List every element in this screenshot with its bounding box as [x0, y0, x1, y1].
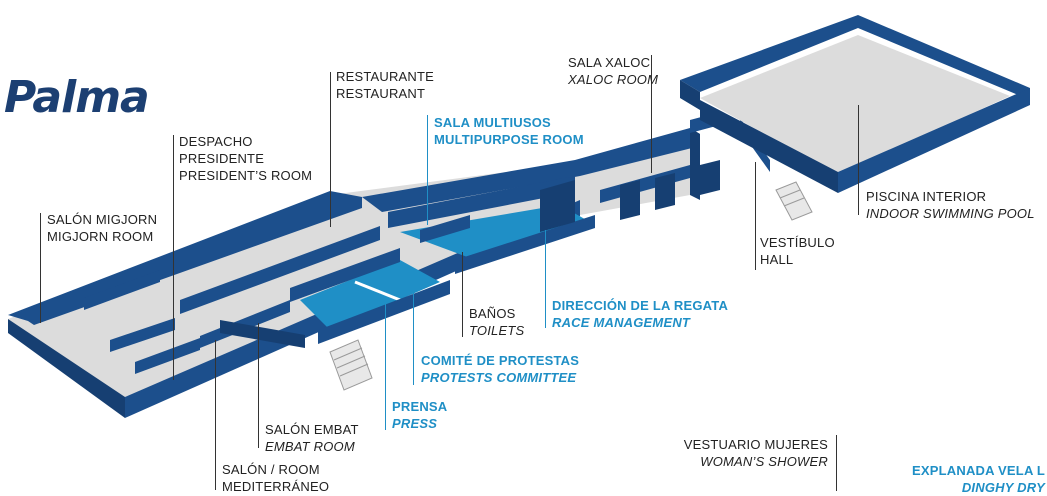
restaurant-inner-wall — [180, 226, 380, 314]
pool-wall-west — [680, 80, 700, 110]
leader-multiusos — [427, 115, 428, 225]
press-floor — [300, 260, 440, 330]
press-wall-north — [290, 248, 400, 302]
multipurpose-wall-2 — [455, 215, 595, 274]
leader-xaloc — [651, 55, 652, 173]
leader-regata — [545, 230, 546, 328]
press-divider — [354, 280, 406, 304]
migjorn-inner-wall — [84, 270, 160, 310]
leader-vestuario — [836, 435, 837, 491]
partition-1 — [200, 300, 290, 348]
press-wall-south — [318, 280, 450, 344]
stairs-east — [775, 181, 813, 221]
partition-3 — [110, 318, 175, 352]
stairs-south — [329, 339, 373, 391]
leader-prensa — [385, 300, 386, 430]
leader-comite — [413, 285, 414, 385]
multipurpose-wall-1 — [388, 176, 575, 228]
partition-5 — [420, 215, 470, 243]
partition-2 — [220, 320, 305, 348]
leader-embat — [258, 323, 259, 448]
pool-wall-east — [838, 88, 1030, 193]
leader-migjorn — [40, 213, 41, 323]
pool-wall-south — [700, 100, 838, 193]
leader-despacho — [173, 135, 174, 380]
partition-10 — [700, 160, 720, 195]
outer-wall-north — [8, 191, 362, 325]
leader-piscina — [858, 105, 859, 215]
outer-wall-east — [690, 128, 700, 200]
leader-banos — [462, 252, 463, 337]
outer-wall-north-mid — [362, 128, 700, 212]
leader-restaurante — [330, 72, 331, 227]
partition-4 — [135, 338, 200, 374]
leader-mediterraneo — [215, 340, 216, 490]
pool-wall-north — [680, 15, 1030, 100]
partition-8 — [620, 180, 640, 220]
partition-6 — [540, 180, 575, 232]
pool-floor — [700, 35, 1010, 175]
outer-wall-south — [8, 319, 125, 418]
page-title: Palma — [4, 72, 150, 123]
partition-9 — [655, 173, 675, 210]
leader-vestibulo — [755, 162, 756, 270]
